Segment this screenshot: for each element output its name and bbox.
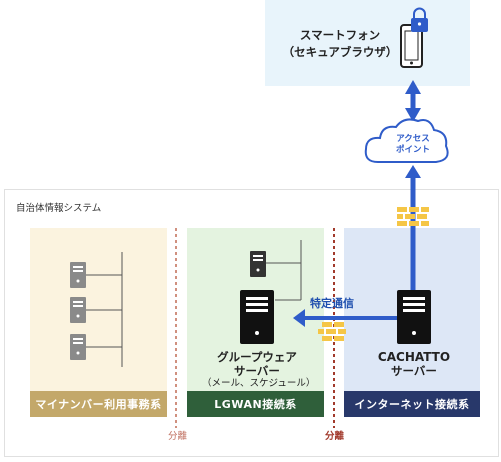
cachatto-label: CACHATTO: [377, 350, 451, 364]
separation-left-label: 分離: [168, 431, 188, 442]
cloud-cachatto-arrow: [405, 165, 421, 292]
cachatto-server-label: サーバー: [391, 364, 437, 378]
specific-comm-label: 特定通信: [310, 297, 354, 310]
smartphone-label: スマートフォン: [299, 28, 381, 42]
zone-internet-label: インターネット接続系: [344, 391, 480, 417]
zone-mynumber-label: マイナンバー利用事務系: [30, 391, 167, 417]
lgwan-small-server-icon: [250, 251, 266, 277]
zone-lgwan-label: LGWAN接続系: [187, 391, 324, 417]
secure-browser-label: （セキュアブラウザ）: [282, 45, 398, 59]
lock-icon: [411, 7, 428, 32]
groupware-sub-label: （メール、スケジュール）: [202, 378, 316, 389]
groupware-label: グループウェア: [217, 350, 297, 364]
server-icon: [70, 297, 86, 323]
cachatto-server-icon: [397, 290, 431, 344]
firewall-mid-icon: [318, 322, 346, 341]
zone-mynumber: マイナンバー利用事務系: [30, 228, 167, 417]
server-icon: [70, 334, 86, 360]
phone-cloud-arrow: [405, 80, 421, 122]
specific-comm-arrow: [293, 309, 397, 327]
separation-right-label: 分離: [325, 431, 345, 442]
system-title: 自治体情報システム: [16, 203, 102, 214]
groupware-server-label: サーバー: [234, 364, 280, 378]
municipal-system-frame: [4, 189, 499, 457]
firewall-top-icon: [397, 207, 429, 226]
groupware-server-icon: [240, 290, 274, 344]
access-point-label-1: アクセス: [396, 134, 430, 144]
server-icon: [70, 262, 86, 288]
cloud-icon: [364, 118, 449, 163]
mynumber-server-icons: [70, 252, 123, 367]
access-point-label-2: ポイント: [395, 145, 430, 155]
smartphone-panel: スマートフォン （セキュアブラウザ）: [265, 0, 470, 86]
